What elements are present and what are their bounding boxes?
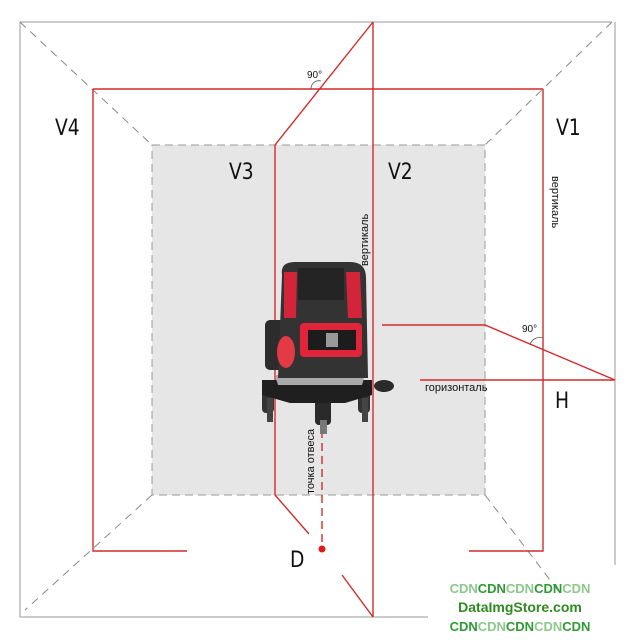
room-edges bbox=[19, 21, 613, 611]
plumb-point-label: точка отвеса bbox=[305, 428, 317, 494]
watermark-line-3: CDNCDNCDNCDNCDN bbox=[449, 619, 591, 634]
label-v2: V2 bbox=[388, 160, 413, 185]
label-v4: V4 bbox=[55, 116, 80, 141]
label-v3: V3 bbox=[229, 160, 254, 185]
angle-label-right: 90° bbox=[522, 324, 538, 335]
angle-label-top: 90° bbox=[307, 70, 323, 81]
angle-arc-top bbox=[310, 80, 322, 90]
laser-level-device bbox=[262, 262, 394, 434]
laser-v2-floor bbox=[341, 574, 374, 618]
watermark: CDNCDNCDNCDNCDN DataImgStore.com CDNCDNC… bbox=[440, 579, 600, 636]
vertical-label-v2: вертикаль bbox=[359, 213, 371, 266]
label-v1: V1 bbox=[556, 116, 581, 141]
horizontal-label: горизонталь bbox=[425, 382, 488, 394]
angle-arc-right bbox=[529, 337, 544, 346]
label-d: D bbox=[290, 548, 305, 573]
laser-h bbox=[382, 324, 616, 381]
label-h: H bbox=[555, 389, 570, 414]
watermark-line-1: CDNCDNCDNCDNCDN bbox=[449, 581, 591, 596]
outer-frame bbox=[19, 21, 616, 618]
watermark-line-2: DataImgStore.com bbox=[458, 599, 582, 615]
laser-v1 bbox=[469, 89, 544, 552]
vertical-label-v1: вертикаль bbox=[549, 176, 561, 229]
laser-v4 bbox=[92, 89, 187, 552]
plumb-point-dot bbox=[318, 545, 326, 553]
